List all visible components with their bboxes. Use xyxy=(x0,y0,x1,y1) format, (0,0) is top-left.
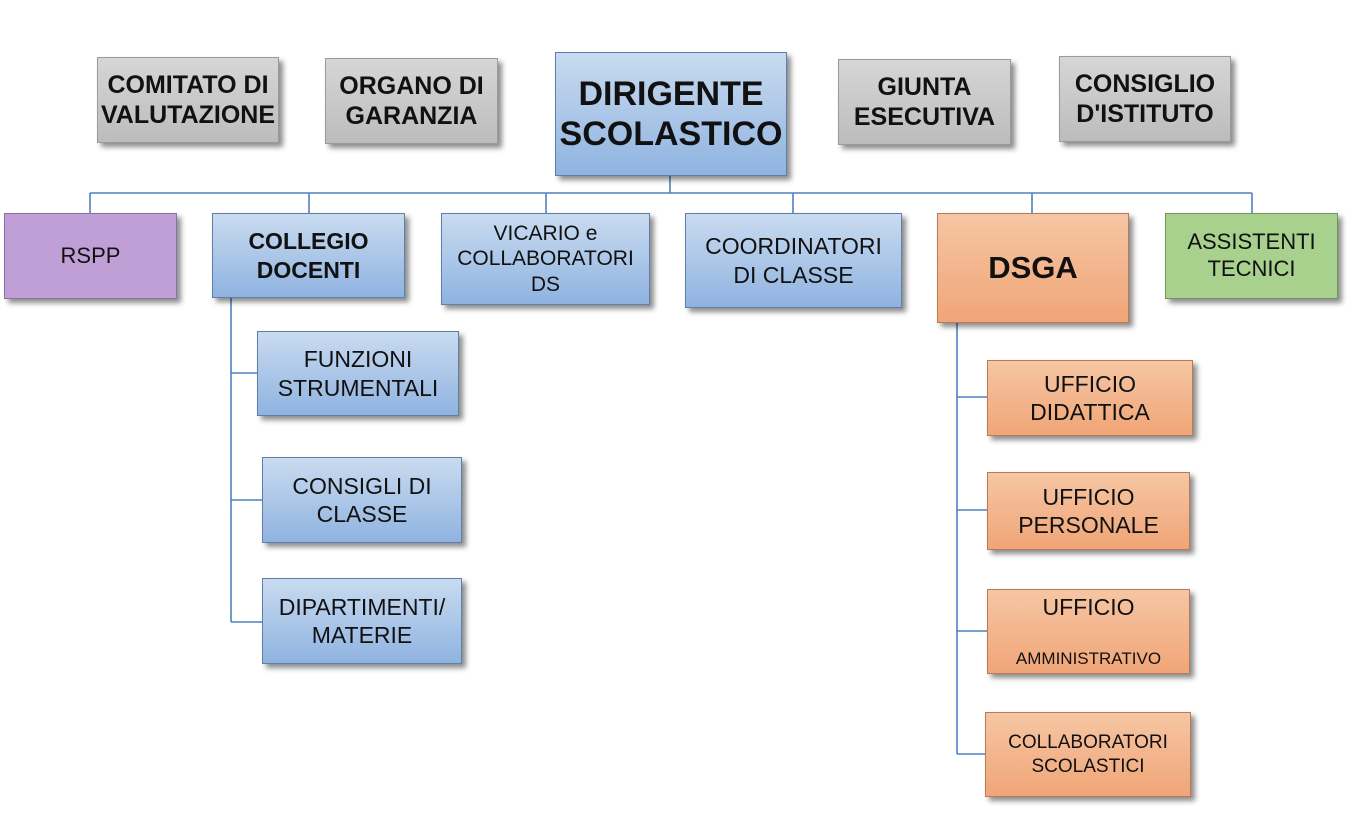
ufficio-amministrativo-content: UFFICIO AMMINISTRATIVO xyxy=(1016,565,1161,698)
ufficio-amministrativo-box: UFFICIO AMMINISTRATIVO xyxy=(987,589,1190,674)
assistenti-tecnici-label: ASSISTENTI TECNICI xyxy=(1187,229,1316,281)
consigli-classe-box: CONSIGLI DI CLASSE xyxy=(262,457,462,543)
consiglio-istituto-label: CONSIGLIO D'ISTITUTO xyxy=(1074,69,1216,129)
collaboratori-scolastici-label: COLLABORATORI SCOLASTICI xyxy=(1008,732,1168,777)
giunta-esecutiva-box: GIUNTA ESECUTIVA xyxy=(838,59,1011,145)
rspp-box: RSPP xyxy=(4,213,177,299)
giunta-esecutiva-label: GIUNTA ESECUTIVA xyxy=(853,72,996,132)
comitato-valutazione-label: COMITATO DI VALUTAZIONE xyxy=(100,70,276,130)
funzioni-strumentali-box: FUNZIONI STRUMENTALI xyxy=(257,331,459,416)
ufficio-personale-box: UFFICIO PERSONALE xyxy=(987,472,1190,550)
organo-garanzia-label: ORGANO DI GARANZIA xyxy=(339,71,484,131)
dsga-box: DSGA xyxy=(937,213,1129,323)
vicario-collaboratori-label: VICARIO e COLLABORATORI DS xyxy=(457,221,634,296)
comitato-valutazione-box: COMITATO DI VALUTAZIONE xyxy=(97,57,279,143)
consiglio-istituto-box: CONSIGLIO D'ISTITUTO xyxy=(1059,56,1231,142)
dirigente-scolastico-label: DIRIGENTE SCOLASTICO xyxy=(559,74,783,153)
collegio-docenti-box: COLLEGIO DOCENTI xyxy=(212,213,405,298)
coordinatori-classe-label: COORDINATORI DI CLASSE xyxy=(705,233,882,288)
coordinatori-classe-box: COORDINATORI DI CLASSE xyxy=(685,213,902,308)
funzioni-strumentali-label: FUNZIONI STRUMENTALI xyxy=(277,346,439,401)
consigli-classe-label: CONSIGLI DI CLASSE xyxy=(292,472,432,527)
assistenti-tecnici-box: ASSISTENTI TECNICI xyxy=(1165,213,1338,299)
ufficio-amministrativo-line2: AMMINISTRATIVO xyxy=(1015,649,1162,669)
ufficio-didattica-box: UFFICIO DIDATTICA xyxy=(987,360,1193,436)
vicario-collaboratori-box: VICARIO e COLLABORATORI DS xyxy=(441,213,650,305)
dipartimenti-materie-box: DIPARTIMENTI/ MATERIE xyxy=(262,578,462,664)
organo-garanzia-box: ORGANO DI GARANZIA xyxy=(325,58,498,144)
ufficio-personale-label: UFFICIO PERSONALE xyxy=(1018,483,1159,538)
dsga-label: DSGA xyxy=(988,250,1078,286)
ufficio-didattica-label: UFFICIO DIDATTICA xyxy=(1030,370,1150,425)
collaboratori-scolastici-box: COLLABORATORI SCOLASTICI xyxy=(985,712,1191,797)
ufficio-amministrativo-line1: UFFICIO xyxy=(1042,594,1135,621)
dipartimenti-materie-label: DIPARTIMENTI/ MATERIE xyxy=(278,593,446,648)
rspp-label: RSPP xyxy=(60,242,121,268)
collegio-docenti-label: COLLEGIO DOCENTI xyxy=(248,228,369,283)
dirigente-scolastico-box: DIRIGENTE SCOLASTICO xyxy=(555,52,787,176)
